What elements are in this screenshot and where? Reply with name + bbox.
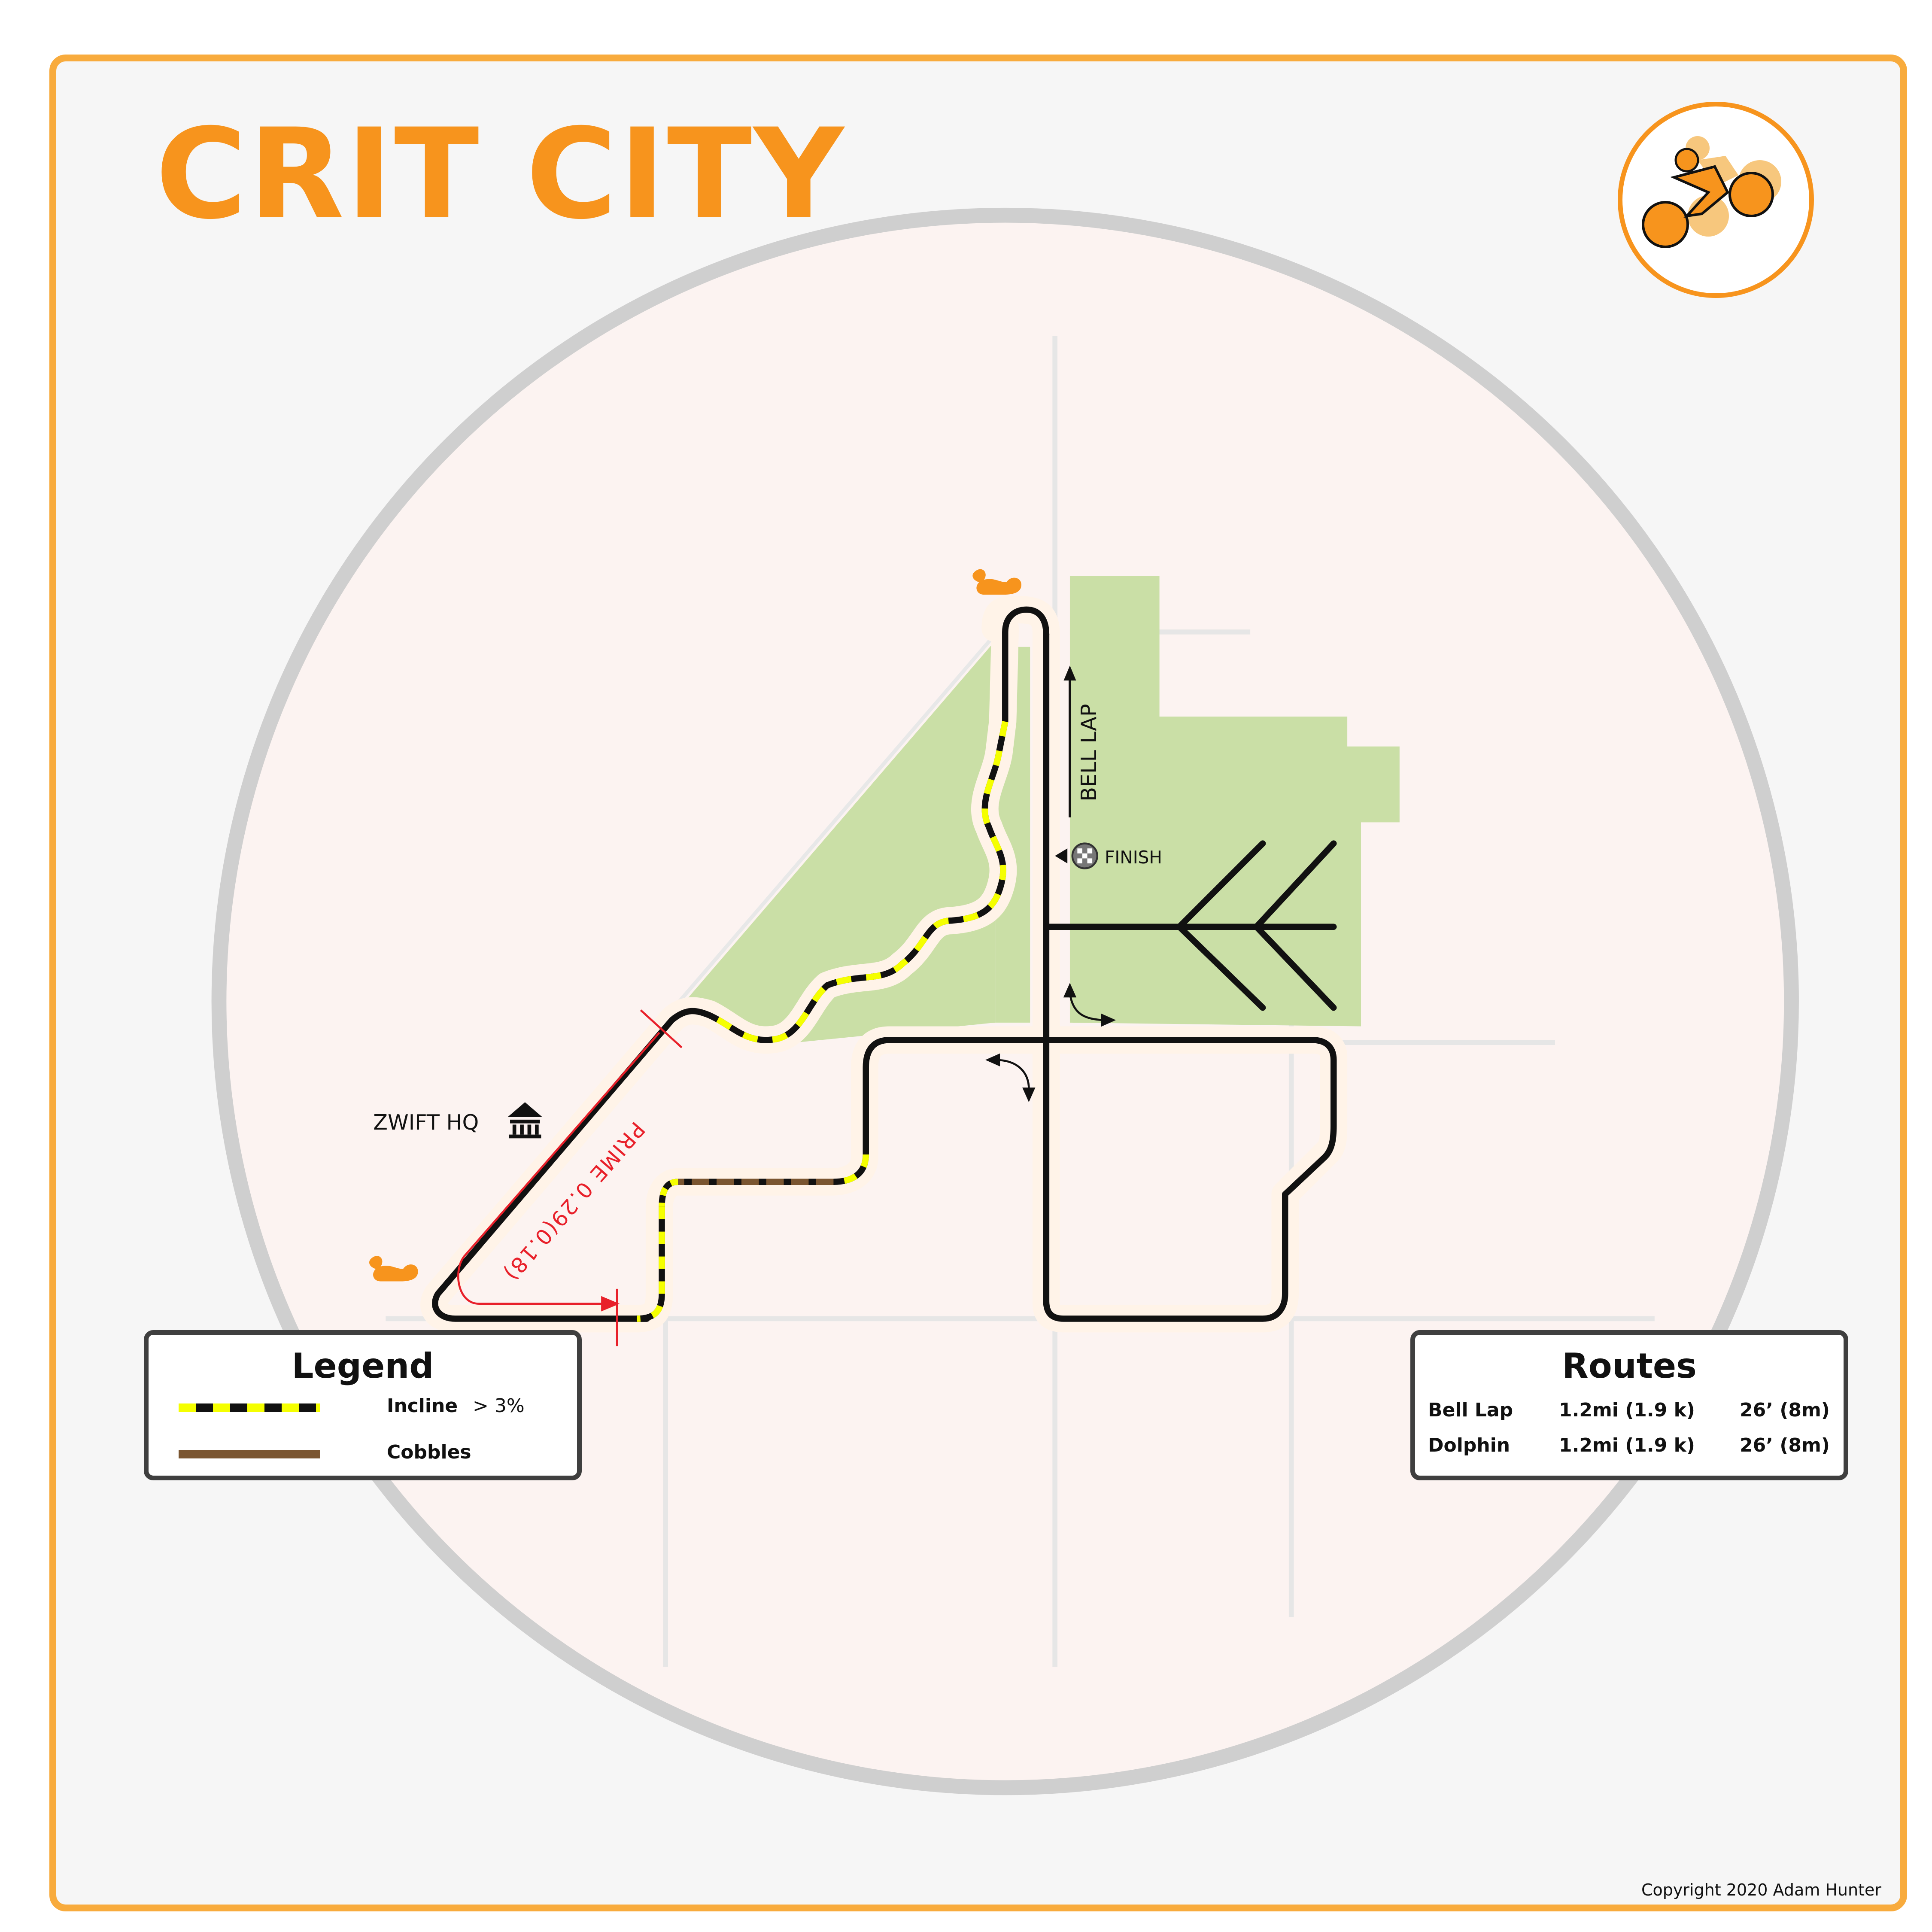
road-segment xyxy=(863,631,1337,1322)
road-segment xyxy=(432,1017,675,1322)
checkered-pattern xyxy=(1077,848,1093,863)
route-distance: 1.2mi (1.9 k) xyxy=(1559,1399,1695,1421)
incline-road-dash xyxy=(637,1206,665,1322)
route-elevation: 26’ (8m) xyxy=(1740,1434,1830,1456)
building-part xyxy=(512,1124,516,1135)
route-elevation: 26’ (8m) xyxy=(1740,1399,1830,1421)
wheel-front xyxy=(1728,172,1774,217)
routes-box: Routes Bell Lap 1.2mi (1.9 k) 26’ (8m) D… xyxy=(1410,1330,1848,1480)
prime-line xyxy=(457,1032,660,1305)
turn-arrowhead xyxy=(1101,1013,1116,1027)
turn-arrows xyxy=(985,983,1116,1103)
bell-lap-arrowhead xyxy=(1063,665,1076,680)
incline-road-dash xyxy=(659,1179,678,1207)
turn-arrowhead xyxy=(1022,1088,1036,1103)
turn-arrow xyxy=(995,1059,1030,1093)
routes-title: Routes xyxy=(1562,1346,1697,1386)
squirrel-icon xyxy=(369,1256,418,1282)
turn-arrowhead xyxy=(985,1053,1000,1066)
road-segment xyxy=(668,1008,712,1024)
map-title: CRIT CITY xyxy=(155,102,846,247)
incline-label: Incline xyxy=(387,1395,458,1417)
building-roof xyxy=(507,1102,543,1118)
building-part xyxy=(527,1124,532,1135)
building-part xyxy=(510,1119,540,1124)
rider-body xyxy=(1670,165,1729,218)
park-area xyxy=(1069,576,1400,1027)
prime-segment xyxy=(457,1009,683,1346)
bell-lap-marker: BELL LAP xyxy=(1063,665,1101,817)
incline-road-dash xyxy=(708,721,1009,1043)
wheel-rear xyxy=(1642,201,1689,248)
route-name: Dolphin xyxy=(1428,1434,1510,1456)
building-part xyxy=(535,1124,539,1135)
route-name: Bell Lap xyxy=(1428,1399,1513,1421)
zwift-hq-marker: ZWIFT HQ xyxy=(373,1102,543,1139)
squirrel-shape xyxy=(972,569,1021,595)
route-distance: 1.2mi (1.9 k) xyxy=(1559,1434,1695,1456)
incline-swatch xyxy=(179,1403,320,1412)
legend-title: Legend xyxy=(292,1346,434,1386)
kom-markers xyxy=(369,569,1021,1282)
route-row: Bell Lap 1.2mi (1.9 k) 26’ (8m) xyxy=(1415,1399,1844,1425)
bell-lap-label: BELL LAP xyxy=(1076,704,1101,801)
finish-label: FINISH xyxy=(1105,847,1162,868)
cyclist-logo-icon xyxy=(1618,102,1814,298)
squirrel-icon xyxy=(972,569,1021,595)
turn-arrow xyxy=(1069,993,1107,1021)
cobbles-swatch xyxy=(179,1450,320,1458)
building-icon xyxy=(507,1102,543,1139)
route-row: Dolphin 1.2mi (1.9 k) 26’ (8m) xyxy=(1415,1434,1844,1460)
street xyxy=(670,626,1003,1012)
incline-sections xyxy=(634,721,1009,1322)
prime-tick xyxy=(640,1009,683,1048)
road-segment xyxy=(1176,840,1266,1011)
copyright-text: Copyright 2020 Adam Hunter xyxy=(1641,1880,1881,1899)
legend-box: Legend Incline > 3% Cobbles xyxy=(144,1330,582,1480)
building-part xyxy=(509,1134,541,1139)
road-segment xyxy=(1002,606,1050,725)
squirrel-shape xyxy=(369,1256,418,1282)
course-roads xyxy=(432,606,1337,1322)
prime-arrowhead xyxy=(601,1296,620,1312)
cobbles-label: Cobbles xyxy=(387,1441,471,1463)
zwift-hq-label: ZWIFT HQ xyxy=(373,1110,479,1135)
turn-arrowhead xyxy=(1063,983,1077,998)
road-segment xyxy=(1253,840,1337,1011)
building-part xyxy=(520,1124,524,1135)
incline-threshold: > 3% xyxy=(473,1395,525,1417)
incline-road-dash xyxy=(833,1154,869,1185)
finish-marker: FINISH xyxy=(1055,842,1162,869)
rider-head xyxy=(1674,148,1699,173)
finish-arrowhead xyxy=(1055,848,1068,863)
